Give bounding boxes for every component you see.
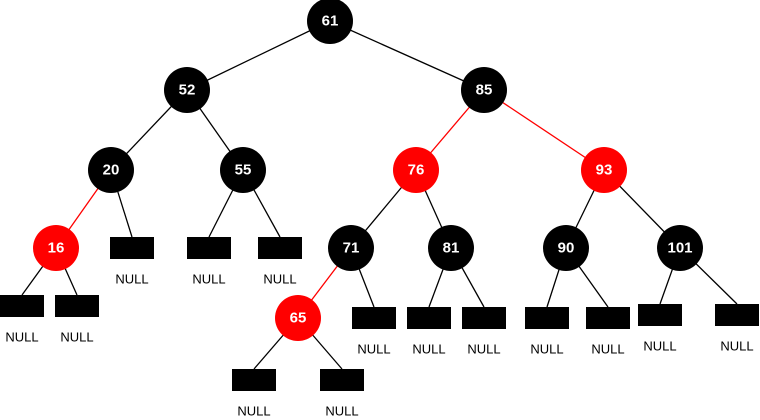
null-leaves-layer: NULL NULL NULL NULL NULL NULL NULL NULL NULL NULL… bbox=[0, 237, 759, 419]
null-leaf-box bbox=[258, 237, 302, 259]
null-leaf-label: NULL bbox=[412, 342, 445, 357]
node-label: 93 bbox=[596, 162, 613, 179]
null-leaf-box bbox=[187, 237, 231, 259]
null-leaf-box bbox=[110, 237, 154, 259]
null-leaf-box bbox=[320, 369, 364, 391]
node-label: 101 bbox=[667, 240, 692, 257]
edge-n61-n52 bbox=[186, 20, 331, 91]
tree-node-90: 90 bbox=[543, 225, 589, 271]
nodes-layer: 61 52 85 20 55 76 93 16 71 81 90 101 65 bbox=[33, 0, 703, 341]
null-leaf-box bbox=[0, 295, 44, 317]
null-leaf-label: NULL bbox=[643, 339, 676, 354]
node-label: 65 bbox=[290, 310, 307, 327]
node-label: 81 bbox=[443, 240, 460, 257]
node-label: 20 bbox=[103, 162, 120, 179]
node-label: 61 bbox=[322, 13, 339, 30]
null-leaf-box bbox=[352, 307, 396, 329]
tree-node-85: 85 bbox=[461, 67, 507, 113]
null-leaf-box bbox=[232, 369, 276, 391]
null-leaf-null-71-right: NULL bbox=[352, 307, 396, 357]
null-leaf-label: NULL bbox=[357, 342, 390, 357]
tree-node-61: 61 bbox=[307, 0, 353, 44]
tree-node-76: 76 bbox=[393, 147, 439, 193]
node-label: 76 bbox=[408, 162, 425, 179]
node-circle-black bbox=[543, 225, 589, 271]
null-leaf-null-16-left: NULL bbox=[0, 295, 44, 345]
null-leaf-label: NULL bbox=[263, 272, 296, 287]
null-leaf-null-55-right: NULL bbox=[258, 237, 302, 287]
null-leaf-label: NULL bbox=[5, 330, 38, 345]
null-leaf-box bbox=[525, 307, 569, 329]
tree-node-55: 55 bbox=[220, 147, 266, 193]
null-leaf-box bbox=[715, 304, 759, 326]
node-label: 52 bbox=[179, 82, 196, 99]
null-leaf-label: NULL bbox=[237, 404, 270, 419]
null-leaf-box bbox=[462, 307, 506, 329]
tree-node-81: 81 bbox=[428, 225, 474, 271]
null-leaf-box bbox=[407, 307, 451, 329]
node-label: 85 bbox=[476, 82, 493, 99]
null-leaf-null-65-left: NULL bbox=[232, 369, 276, 419]
tree-node-93: 93 bbox=[581, 147, 627, 193]
tree-node-52: 52 bbox=[164, 67, 210, 113]
null-leaf-box bbox=[638, 304, 682, 326]
null-leaf-label: NULL bbox=[115, 272, 148, 287]
node-label: 90 bbox=[558, 240, 575, 257]
null-leaf-null-20-right: NULL bbox=[110, 237, 154, 287]
null-leaf-null-101-left: NULL bbox=[638, 304, 682, 354]
tree-node-20: 20 bbox=[88, 147, 134, 193]
node-circle-red bbox=[275, 295, 321, 341]
null-leaf-label: NULL bbox=[325, 404, 358, 419]
node-circle-black bbox=[328, 225, 374, 271]
node-circle-red bbox=[581, 147, 627, 193]
null-leaf-label: NULL bbox=[192, 272, 225, 287]
edge-n61-n85 bbox=[329, 20, 485, 91]
node-circle-black bbox=[657, 225, 703, 271]
null-leaf-label: NULL bbox=[720, 339, 753, 354]
node-label: 16 bbox=[48, 240, 65, 257]
tree-node-101: 101 bbox=[657, 225, 703, 271]
node-circle-red bbox=[33, 225, 79, 271]
node-circle-black bbox=[88, 147, 134, 193]
node-circle-black bbox=[164, 67, 210, 113]
null-leaf-null-16-right: NULL bbox=[55, 295, 99, 345]
null-leaf-null-55-left: NULL bbox=[187, 237, 231, 287]
null-leaf-label: NULL bbox=[530, 342, 563, 357]
null-leaf-label: NULL bbox=[467, 342, 500, 357]
null-leaf-box bbox=[586, 307, 630, 329]
node-circle-black bbox=[428, 225, 474, 271]
null-leaf-null-65-right: NULL bbox=[320, 369, 364, 419]
node-label: 55 bbox=[235, 162, 252, 179]
tree-node-71: 71 bbox=[328, 225, 374, 271]
null-leaf-null-81-left: NULL bbox=[407, 307, 451, 357]
null-leaf-label: NULL bbox=[60, 330, 93, 345]
null-leaf-null-81-right: NULL bbox=[462, 307, 506, 357]
node-circle-black bbox=[220, 147, 266, 193]
node-circle-red bbox=[393, 147, 439, 193]
null-leaf-null-90-right: NULL bbox=[586, 307, 630, 357]
null-leaf-null-101-right: NULL bbox=[715, 304, 759, 354]
null-leaf-label: NULL bbox=[591, 342, 624, 357]
tree-node-16: 16 bbox=[33, 225, 79, 271]
node-label: 71 bbox=[343, 240, 360, 257]
edge-n85-n93 bbox=[483, 89, 605, 171]
null-leaf-null-90-left: NULL bbox=[525, 307, 569, 357]
tree-node-65: 65 bbox=[275, 295, 321, 341]
null-leaf-box bbox=[55, 295, 99, 317]
node-circle-black bbox=[461, 67, 507, 113]
node-circle-black bbox=[307, 0, 353, 44]
